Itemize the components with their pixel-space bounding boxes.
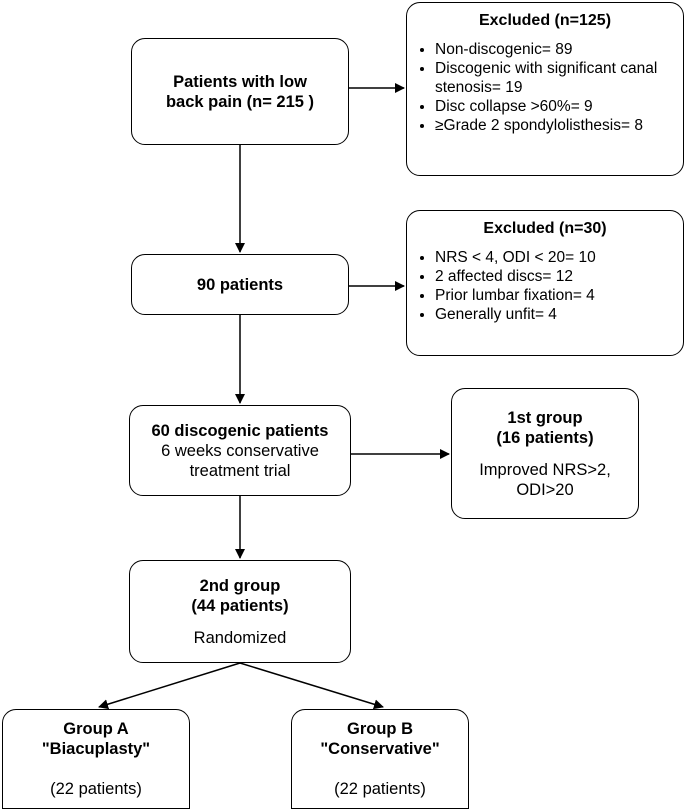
- list-item: Prior lumbar fixation= 4: [435, 286, 673, 305]
- first-group-criteria-line1: Improved NRS>2,: [479, 460, 611, 479]
- group-b-title: Group B: [347, 720, 413, 738]
- ninety-patients-title: 90 patients: [196, 275, 284, 294]
- list-item: ≥Grade 2 spondylolisthesis= 8: [435, 116, 673, 135]
- sixty-patients-title: 60 discogenic patients: [151, 421, 329, 440]
- group-a-name: "Biacuplasty": [41, 740, 151, 758]
- group-a-count: (22 patients): [50, 780, 142, 798]
- first-group-box: 1st group (16 patients) Improved NRS>2, …: [451, 388, 639, 519]
- first-group-criteria-line2: ODI>20: [516, 480, 574, 499]
- list-item: Disc collapse >60%= 9: [435, 97, 673, 116]
- list-item: 2 affected discs= 12: [435, 267, 673, 286]
- excluded-30-list: NRS < 4, ODI < 20= 10 2 affected discs= …: [417, 248, 673, 324]
- sixty-patients-line2: 6 weeks conservative: [161, 441, 319, 460]
- sixty-patients-line3: treatment trial: [189, 461, 291, 480]
- arrow-group2-to-groupA: [98, 662, 241, 710]
- sixty-patients-box: 60 discogenic patients 6 weeks conservat…: [129, 405, 351, 496]
- excluded-30-title: Excluded (n=30): [483, 220, 607, 237]
- second-group-box: 2nd group (44 patients) Randomized: [129, 560, 351, 663]
- excluded-125-list: Non-discogenic= 89 Discogenic with signi…: [417, 40, 673, 135]
- group-b-count: (22 patients): [334, 780, 426, 798]
- ninety-patients-box: 90 patients: [131, 254, 349, 315]
- excluded-30-box: Excluded (n=30) NRS < 4, ODI < 20= 10 2 …: [406, 210, 684, 356]
- group-a-title: Group A: [63, 720, 129, 738]
- excluded-125-box: Excluded (n=125) Non-discogenic= 89 Disc…: [406, 2, 684, 176]
- second-group-count: (44 patients): [191, 596, 289, 615]
- patients-title: Patients with low back pain (n= 215 ): [165, 72, 315, 111]
- excluded-125-title: Excluded (n=125): [478, 12, 612, 29]
- group-a-box: Group A "Biacuplasty" (22 patients): [2, 709, 190, 809]
- arrow-group2-to-groupB: [239, 662, 384, 710]
- patients-box: Patients with low back pain (n= 215 ): [131, 38, 349, 145]
- list-item: NRS < 4, ODI < 20= 10: [435, 248, 673, 267]
- group-b-name: "Conservative": [320, 740, 440, 758]
- first-group-count: (16 patients): [496, 428, 594, 447]
- second-group-randomized: Randomized: [193, 628, 287, 647]
- group-b-box: Group B "Conservative" (22 patients): [291, 709, 469, 809]
- second-group-title: 2nd group: [199, 576, 281, 595]
- first-group-title: 1st group: [507, 408, 583, 427]
- list-item: Discogenic with significant canal stenos…: [435, 59, 673, 97]
- list-item: Non-discogenic= 89: [435, 40, 673, 59]
- list-item: Generally unfit= 4: [435, 305, 673, 324]
